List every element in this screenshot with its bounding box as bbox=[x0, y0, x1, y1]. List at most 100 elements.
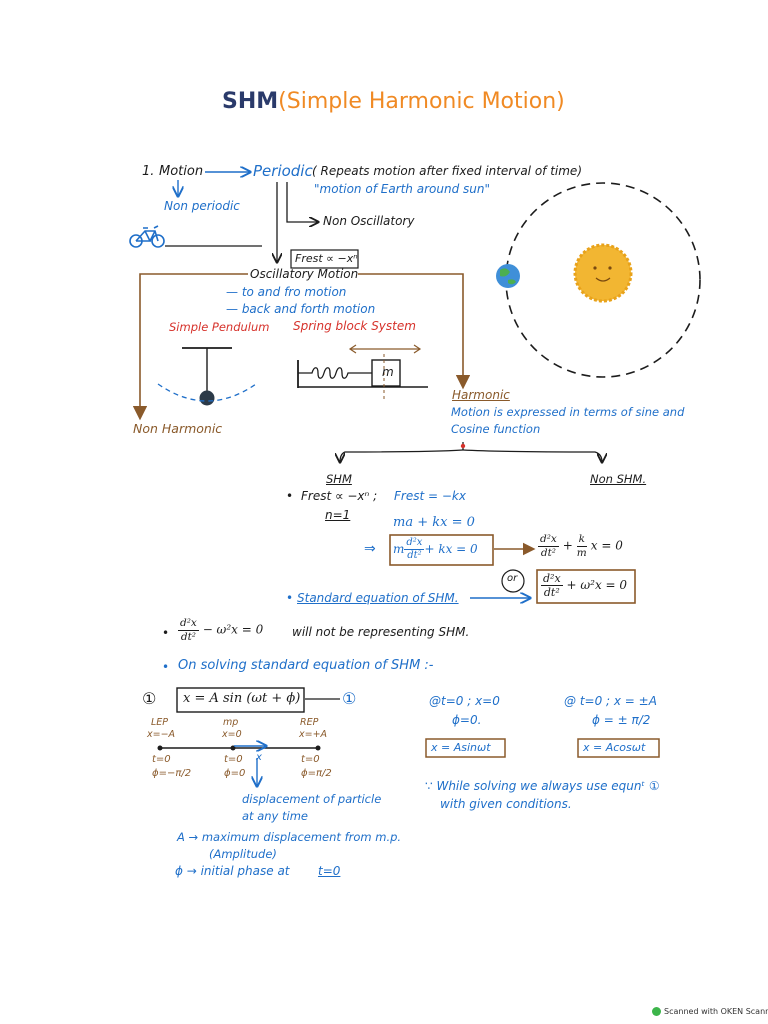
phase-definition: ϕ → initial phase at bbox=[175, 864, 290, 878]
phase-t0: t=0 bbox=[318, 864, 341, 878]
x-marker: x bbox=[256, 752, 262, 763]
sun-icon bbox=[573, 243, 633, 303]
not-shm-text: will not be representing SHM. bbox=[292, 625, 470, 639]
spring-block-diagram bbox=[297, 344, 428, 402]
spring-block-label: Spring block System bbox=[293, 319, 416, 333]
case2-result-box bbox=[577, 738, 660, 758]
circled-one-right: ① bbox=[342, 689, 357, 708]
standard-eq-box bbox=[536, 569, 636, 604]
harmonic-label: Harmonic bbox=[452, 388, 510, 402]
bullet-3: • bbox=[162, 626, 170, 640]
not-shm-term: − ω²x = 0 bbox=[202, 622, 264, 637]
pendulum-diagram bbox=[157, 347, 257, 406]
newton-plus-kx: + kx = 0 bbox=[424, 542, 478, 556]
earth-icon bbox=[496, 264, 520, 288]
derived-plus: + bbox=[562, 538, 573, 553]
main-eq-box bbox=[176, 687, 305, 713]
back-forth-label: — back and forth motion bbox=[226, 302, 376, 316]
or-label: or bbox=[507, 573, 518, 584]
standard-eq-label: Standard equation of SHM. bbox=[297, 591, 459, 605]
mp-phi: ϕ=0 bbox=[224, 768, 246, 779]
amplitude-definition: A → maximum displacement from m.p. bbox=[177, 830, 402, 844]
standard-d2x: d²x bbox=[541, 572, 563, 586]
arrow-non-harmonic bbox=[132, 273, 248, 421]
newton-m: m bbox=[393, 542, 405, 556]
motion-label: Motion bbox=[159, 164, 204, 179]
not-shm-d2x: d²x bbox=[178, 617, 199, 631]
lep-label: LEP bbox=[151, 717, 169, 728]
derived-x-zero: x = 0 bbox=[590, 538, 623, 553]
case1-phi: ϕ=0. bbox=[452, 713, 482, 727]
standard-omega-term: + ω²x = 0 bbox=[566, 578, 628, 592]
page-title: SHM(Simple Harmonic Motion) bbox=[222, 89, 565, 114]
oken-logo-icon bbox=[652, 1007, 661, 1016]
circled-one-left: ① bbox=[142, 689, 157, 708]
force-relation: Frest ∝ −xⁿ bbox=[295, 252, 358, 265]
non-shm-label: Non SHM. bbox=[590, 472, 647, 486]
rep-x: x=+A bbox=[299, 729, 328, 740]
derived-dt2: dt² bbox=[540, 546, 556, 559]
newton-eq-box bbox=[389, 534, 494, 566]
periodic-note: ( Repeats motion after fixed interval of… bbox=[312, 164, 582, 178]
bullet-1: • bbox=[286, 489, 294, 503]
item-number: 1. bbox=[142, 164, 155, 179]
on-solving-label: On solving standard equation of SHM :- bbox=[178, 658, 434, 673]
amplitude-word: (Amplitude) bbox=[209, 847, 277, 861]
ma-kx: ma + kx = 0 bbox=[393, 515, 475, 530]
bullet-force: Frest ∝ −xⁿ ; bbox=[301, 489, 378, 503]
bullet-4: • bbox=[162, 660, 170, 674]
bullet-2: • bbox=[286, 591, 294, 605]
force-relation-box bbox=[290, 249, 359, 269]
rep-label: REP bbox=[300, 717, 319, 728]
non-oscillatory-label: Non Oscillatory bbox=[323, 214, 415, 228]
harmonic-split-arrows bbox=[340, 442, 602, 462]
derived-k: k bbox=[576, 533, 587, 547]
earth-orbit-diagram bbox=[496, 182, 701, 378]
mass-label: m bbox=[382, 365, 394, 379]
n-equals: n=1 bbox=[325, 508, 351, 522]
note-line-1: ∵ While solving we always use equnᵗ ① bbox=[425, 779, 660, 793]
mp-t0: t=0 bbox=[224, 754, 243, 765]
case2-condition: @ t=0 ; x = ±A bbox=[564, 694, 657, 708]
note-line-2: with given conditions. bbox=[440, 797, 572, 811]
displacement-label-2: at any time bbox=[242, 809, 308, 823]
case2-phi: ϕ = ± π/2 bbox=[592, 713, 651, 727]
number-line bbox=[157, 746, 321, 787]
oscillatory-label: Oscillatory Motion bbox=[250, 267, 359, 281]
arrow-harmonic bbox=[358, 273, 471, 390]
mp-label: mp bbox=[223, 717, 239, 728]
implies-symbol: ⇒ bbox=[364, 541, 376, 557]
not-shm-dt2: dt² bbox=[180, 630, 196, 643]
case1-result: x = Asinωt bbox=[431, 741, 491, 754]
title-prefix: SHM bbox=[222, 89, 279, 114]
derived-m: m bbox=[576, 546, 587, 559]
scanner-footer: Scanned with OKEN Scanner bbox=[652, 1007, 768, 1016]
bicycle-icon bbox=[129, 225, 165, 248]
case2-result: x = Acosωt bbox=[583, 741, 646, 754]
force-hooke: Frest = −kx bbox=[394, 489, 466, 503]
arrow-non-oscillatory bbox=[286, 182, 318, 222]
periodic-example: "motion of Earth around sun" bbox=[314, 182, 490, 196]
case1-condition: @t=0 ; x=0 bbox=[429, 694, 500, 708]
displacement-label-1: displacement of particle bbox=[242, 792, 382, 806]
mp-x: x=0 bbox=[222, 729, 242, 740]
case1-result-box bbox=[425, 738, 506, 758]
periodic-label: Periodic bbox=[253, 162, 313, 180]
title-suffix: (Simple Harmonic Motion) bbox=[278, 89, 565, 114]
simple-pendulum-label: Simple Pendulum bbox=[169, 320, 270, 334]
main-equation: x = A sin (ωt + ϕ) bbox=[183, 691, 301, 706]
newton-d2x: d²x bbox=[404, 537, 425, 550]
shm-label: SHM bbox=[326, 472, 352, 486]
derived-d2x: d²x bbox=[538, 533, 559, 547]
standard-dt2: dt² bbox=[543, 586, 560, 599]
rep-t0: t=0 bbox=[301, 754, 320, 765]
rep-phi: ϕ=π/2 bbox=[301, 768, 332, 779]
lep-t0: t=0 bbox=[152, 754, 171, 765]
non-harmonic-label: Non Harmonic bbox=[133, 421, 223, 436]
harmonic-desc-1: Motion is expressed in terms of sine and bbox=[451, 405, 685, 419]
